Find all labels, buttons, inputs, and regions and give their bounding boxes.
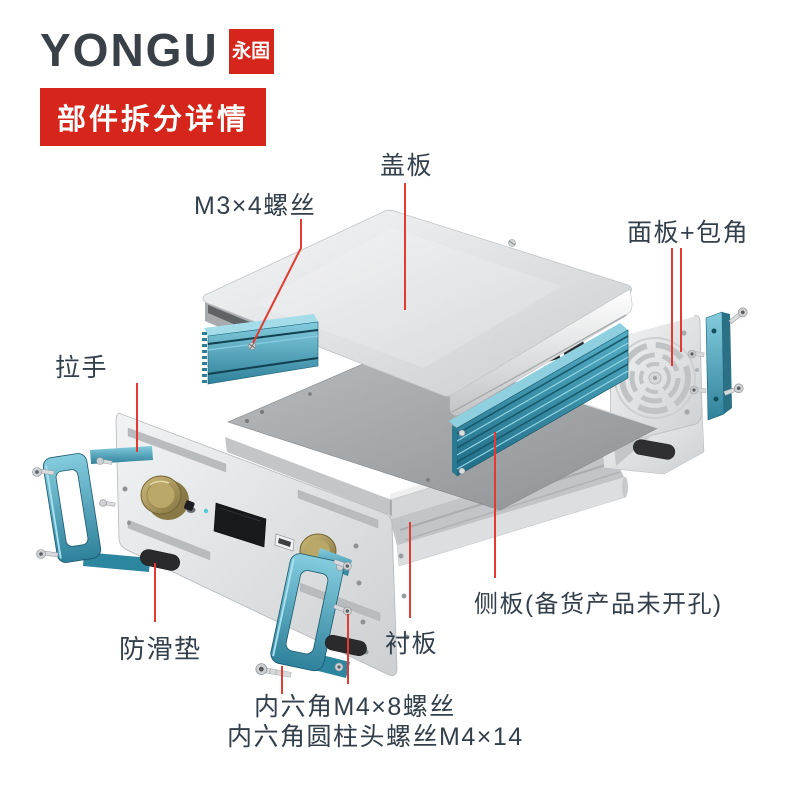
handle-screw [36,549,59,559]
leader-lines [136,183,682,694]
wrap-screw [689,385,707,395]
brand-logo-text: YONGU [40,24,219,76]
label-hex-m4x14: 内六角圆柱头螺丝M4×14 [227,723,524,751]
chassis-interior-shadow [225,437,392,516]
led-indicator [203,508,209,514]
usb-port [274,533,295,552]
cover-plate-3d [202,209,633,416]
floating-screw [723,383,744,396]
hex-screw-m4x14 [255,663,292,678]
toggle-switch [184,500,196,513]
label-m3-screw: M3×4螺丝 [194,192,317,220]
knob-3d [140,475,189,520]
label-antislip-pad: 防滑垫 [119,634,202,664]
label-hex-m4x8: 内六角M4×8螺丝 [254,693,456,721]
handle-screw [96,457,113,465]
cover-screw [508,239,516,247]
brand-header: YONGU 永固 [40,26,274,74]
front-panel-3d [115,412,410,677]
handle-screw [32,467,55,477]
label-cover-plate: 盖板 [380,152,434,180]
label-side-panel: 侧板(备货产品未开孔) [474,591,723,618]
hex-screw-m4x8 [333,604,352,616]
label-handle: 拉手 [55,354,109,382]
label-liner-plate: 衬板 [385,630,439,658]
display-window [213,502,267,548]
leader-line-m3-screw [252,219,302,344]
label-panel-corner: 面板+包角 [627,219,750,247]
hex-screw-m4x8 [333,559,352,571]
antislip-pad [140,549,180,571]
profile-fins [202,332,207,383]
corner-wrap-3d [687,307,748,421]
m3-screw [248,342,256,350]
floating-screw [728,307,748,325]
side-panel-3d [449,323,629,477]
brand-seal-logo: 永固 [228,29,274,74]
wrap-screw [687,349,705,359]
handle-screw [99,499,116,507]
section-banner: 部件拆分详情 [40,88,267,146]
antislip-pad [633,439,676,460]
